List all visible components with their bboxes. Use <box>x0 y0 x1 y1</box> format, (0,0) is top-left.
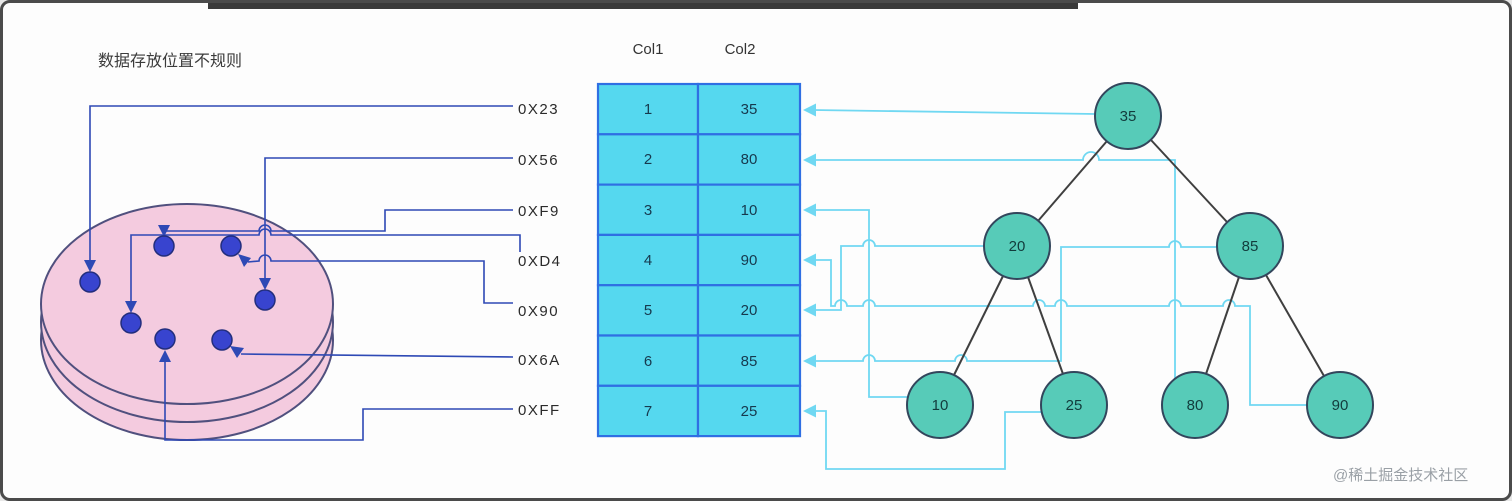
table-value: 7 <box>644 403 652 420</box>
data-dot <box>120 312 142 334</box>
table-value: 25 <box>741 403 758 420</box>
tree-node <box>1094 82 1162 150</box>
arrowhead-0xd4 <box>125 301 137 313</box>
connector-arrowhead <box>803 203 816 217</box>
connector-35 <box>812 109 1097 115</box>
table-cell <box>596 334 700 387</box>
address-line-0x90 <box>247 254 513 304</box>
arrowhead-0x90 <box>238 254 251 267</box>
connector-25 <box>813 410 1042 470</box>
address-pointer-lines <box>84 105 521 441</box>
address-line-0x6a <box>240 353 514 358</box>
arrowhead-0xf9 <box>158 225 170 237</box>
table-header-col1: Col1 <box>633 41 664 58</box>
arrowhead-0x6a <box>230 346 244 358</box>
data-dot <box>153 235 175 257</box>
address-labels: 0X23 0X56 0XF9 0XD4 0X90 0X6A 0XFF <box>518 101 562 419</box>
connector-arrowhead <box>803 303 816 317</box>
disk-platter-top <box>40 203 334 405</box>
table-value: 10 <box>741 202 758 219</box>
table-header-col2: Col2 <box>725 41 756 58</box>
address-label: 0X56 <box>518 152 559 169</box>
table-value: 85 <box>741 353 758 370</box>
tree-node-value: 20 <box>1009 238 1026 255</box>
table-cell <box>696 133 802 186</box>
connector-arrowhead <box>803 253 816 267</box>
data-dot <box>211 329 233 351</box>
data-dot <box>154 328 176 350</box>
address-line-0xff <box>164 362 513 441</box>
table-value: 35 <box>741 101 758 118</box>
connector-80 <box>813 151 1176 379</box>
data-dot <box>254 289 276 311</box>
tree-node-value: 25 <box>1066 397 1083 414</box>
table-value: 6 <box>644 353 652 370</box>
connector-arrowhead <box>803 404 816 418</box>
tree-node-value: 85 <box>1242 238 1259 255</box>
tree-edge-35-85 <box>1150 139 1228 223</box>
tree-node <box>1216 212 1284 280</box>
connector-arrowhead <box>803 354 816 368</box>
table-cell <box>696 233 802 287</box>
top-window-strip <box>208 3 1078 9</box>
arrowhead-0x23 <box>84 260 96 272</box>
tree-node <box>1040 371 1108 439</box>
tree-node <box>906 371 974 439</box>
connector-arrowhead <box>803 103 816 117</box>
table-cell <box>596 183 700 237</box>
table-value: 80 <box>741 151 758 168</box>
address-label: 0XD4 <box>518 253 562 270</box>
tree-edge-85-80 <box>1205 276 1240 375</box>
table-value: 90 <box>741 252 758 269</box>
tree-edge-85-90 <box>1265 274 1325 377</box>
address-label: 0X23 <box>518 101 559 118</box>
connector-arrowhead <box>803 153 816 167</box>
table-value: 4 <box>644 252 652 269</box>
tree-edge-20-10 <box>953 275 1004 376</box>
tree-edge-20-25 <box>1027 276 1064 375</box>
tree-node-value: 90 <box>1332 397 1349 414</box>
arrowhead-0x56 <box>259 278 271 290</box>
tree-edges <box>953 139 1325 377</box>
address-line-0x56 <box>264 157 513 279</box>
tree-edge-35-20 <box>1037 140 1108 222</box>
table-cell <box>696 334 802 387</box>
tree-node-value: 35 <box>1120 108 1137 125</box>
tree-node <box>983 212 1051 280</box>
address-label: 0X90 <box>518 303 559 320</box>
address-line-0xd4 <box>130 228 521 302</box>
tree-node-value: 80 <box>1187 397 1204 414</box>
address-label: 0XF9 <box>518 203 560 220</box>
connector-20 <box>813 239 984 311</box>
arrowhead-0xff <box>159 350 171 362</box>
disk-cylinder <box>40 203 334 441</box>
table-value: 5 <box>644 302 652 319</box>
tree-node <box>1161 371 1229 439</box>
tree-nodes: 35 20 85 10 25 80 90 <box>906 82 1374 439</box>
table-value: 20 <box>741 302 758 319</box>
watermark: @稀土掘金技术社区 <box>1333 467 1468 484</box>
tree-node <box>1306 371 1374 439</box>
table-value: 3 <box>644 202 652 219</box>
address-line-0x23 <box>89 105 513 261</box>
data-dot <box>79 271 101 293</box>
connector-90 <box>813 259 1307 406</box>
address-line-0xf9 <box>163 209 513 232</box>
address-label: 0XFF <box>518 402 561 419</box>
table-cell <box>696 384 802 438</box>
table-cell <box>696 183 802 237</box>
address-label: 0X6A <box>518 352 561 369</box>
disk-data-dots <box>79 235 276 351</box>
table-cell <box>596 133 700 186</box>
table-value: 2 <box>644 151 652 168</box>
table-value: 1 <box>644 101 652 118</box>
tree-node-value: 10 <box>932 397 949 414</box>
table-cell <box>596 384 700 438</box>
data-dot <box>220 235 242 257</box>
connector-10 <box>813 209 908 398</box>
index-table: 1 35 2 80 3 10 4 90 5 20 6 85 7 25 <box>596 82 802 438</box>
diagram-canvas: 数据存放位置不规则 0X23 0X56 0XF9 0XD4 0X90 0X6 <box>40 3 1468 484</box>
diagram-title: 数据存放位置不规则 <box>98 52 242 70</box>
